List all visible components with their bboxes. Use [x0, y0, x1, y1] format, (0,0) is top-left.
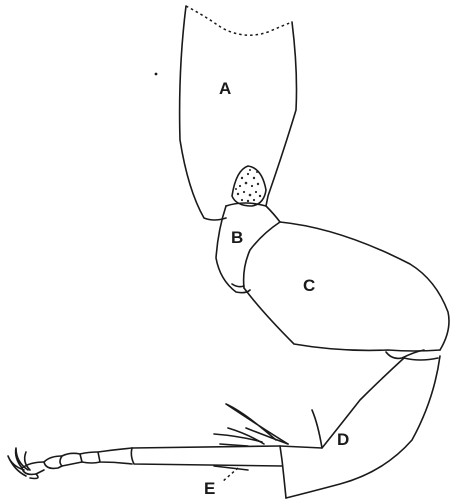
- segment-c: [244, 222, 449, 358]
- label-e: E: [204, 480, 215, 497]
- stippled-sclerite: [232, 166, 266, 206]
- label-d: D: [337, 431, 349, 448]
- segment-e: [131, 428, 282, 482]
- segment-d: [226, 356, 440, 498]
- stray-speck: [155, 73, 158, 76]
- label-b: B: [231, 229, 243, 246]
- label-a: A: [219, 80, 231, 97]
- tarsus: [8, 448, 132, 479]
- segment-b: [216, 203, 280, 293]
- segment-a: [180, 6, 297, 220]
- label-c: C: [303, 277, 315, 294]
